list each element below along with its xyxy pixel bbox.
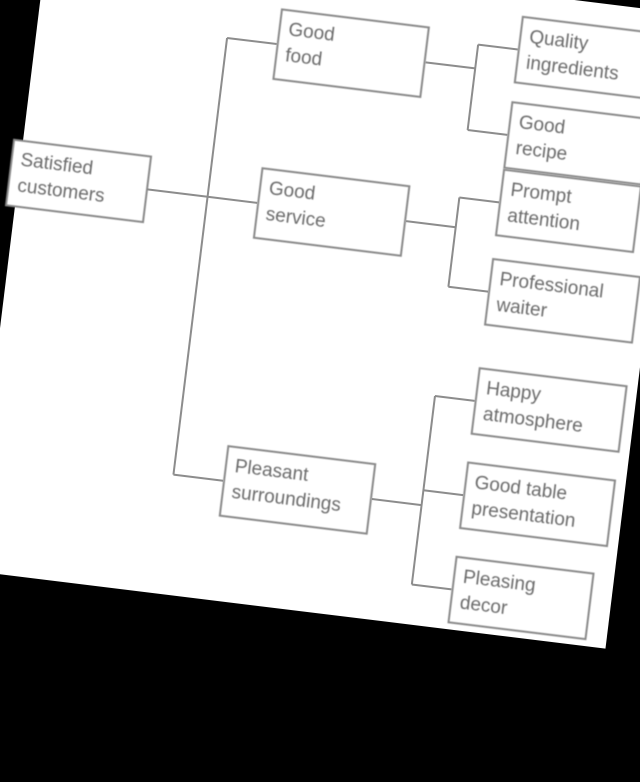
node-good-food: Good food	[272, 8, 430, 99]
node-good-table-presentation: Good table presentation	[458, 461, 617, 548]
node-good-service: Good service	[252, 167, 411, 257]
node-pleasing-decor: Pleasing decor	[447, 555, 595, 641]
node-root: Satisfied customers	[4, 138, 153, 224]
node-pleasant-surroundings: Pleasant surroundings	[218, 445, 377, 535]
node-happy-atmosphere: Happy atmosphere	[470, 367, 628, 453]
diagram-sheet: Satisfied customers Good food Quality in…	[0, 0, 640, 649]
node-quality-ingredients: Quality ingredients	[513, 15, 640, 101]
node-professional-waiter: Professional waiter	[483, 257, 640, 344]
